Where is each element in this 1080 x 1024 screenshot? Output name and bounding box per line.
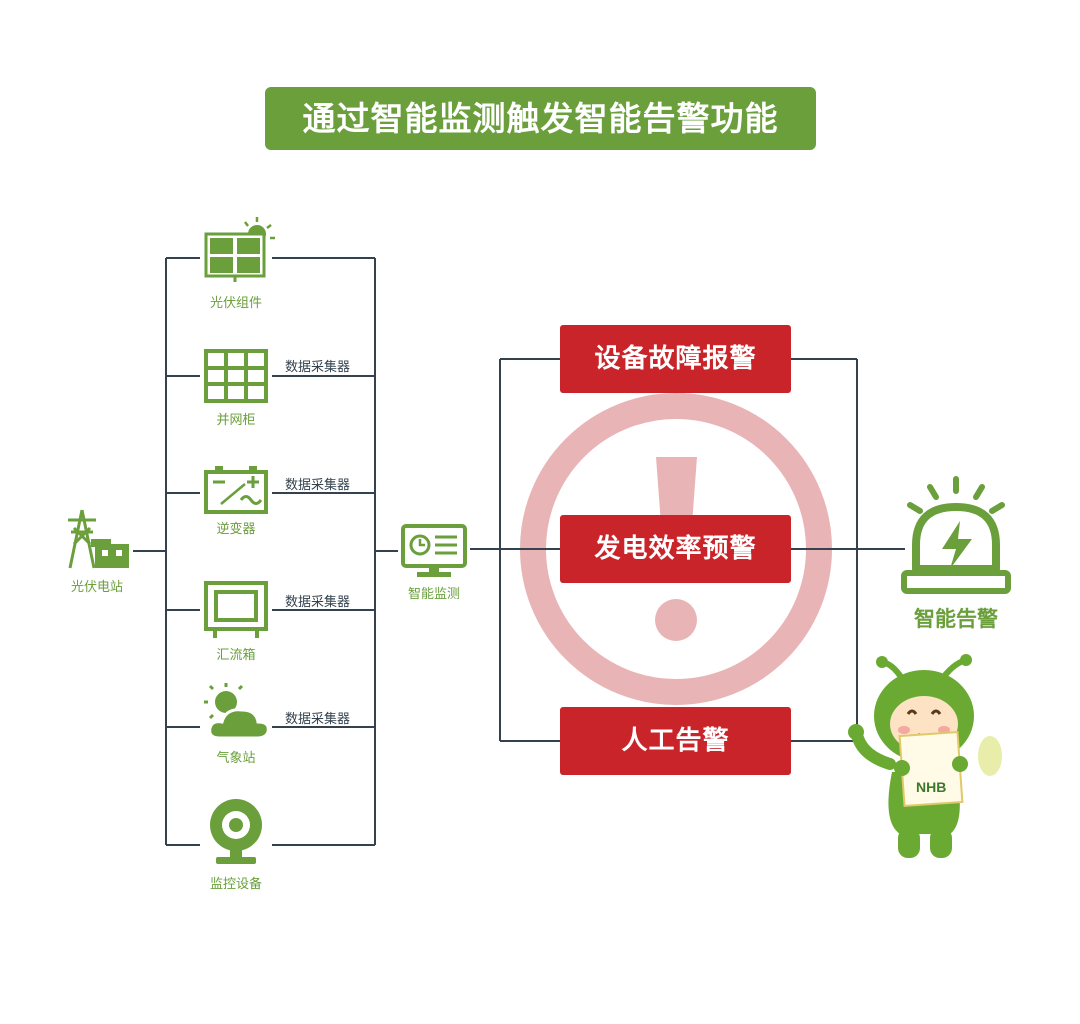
- device-label-monitoring-device: 监控设备: [209, 877, 262, 892]
- device-label-grid-cabinet: 并网柜: [216, 413, 256, 428]
- page-title: 通过智能监测触发智能告警功能: [265, 87, 816, 150]
- grid-cabinet-icon: [203, 348, 269, 404]
- camera-icon: [206, 795, 266, 867]
- alarm-light-icon: [900, 473, 1012, 597]
- collector-label: 数据采集器: [285, 478, 351, 493]
- alarm-efficiency-warning: 发电效率预警: [560, 515, 791, 583]
- smart-alarm-label: 智能告警: [914, 607, 998, 631]
- solar-panel-icon: [200, 214, 280, 284]
- mascot-badge: NHB: [916, 779, 946, 795]
- mascot-illustration: NHB: [842, 652, 1002, 864]
- monitor-icon: [399, 523, 469, 579]
- alarm-device-fault: 设备故障报警: [560, 325, 791, 393]
- collector-label: 数据采集器: [285, 595, 351, 610]
- device-label-inverter: 逆变器: [216, 522, 256, 537]
- device-label-weather-station: 气象站: [216, 751, 256, 766]
- device-label-pv-module: 光伏组件: [209, 296, 262, 311]
- collector-label: 数据采集器: [285, 360, 351, 375]
- station-label: 光伏电站: [70, 580, 123, 595]
- collector-label: 数据采集器: [285, 712, 351, 727]
- weather-icon: [200, 682, 272, 742]
- power-station-icon: [62, 506, 132, 572]
- combiner-box-icon: [203, 580, 269, 640]
- monitor-label: 智能监测: [407, 587, 460, 602]
- alarm-manual: 人工告警: [560, 707, 791, 775]
- inverter-icon: [203, 464, 269, 516]
- device-label-combiner-box: 汇流箱: [216, 648, 256, 663]
